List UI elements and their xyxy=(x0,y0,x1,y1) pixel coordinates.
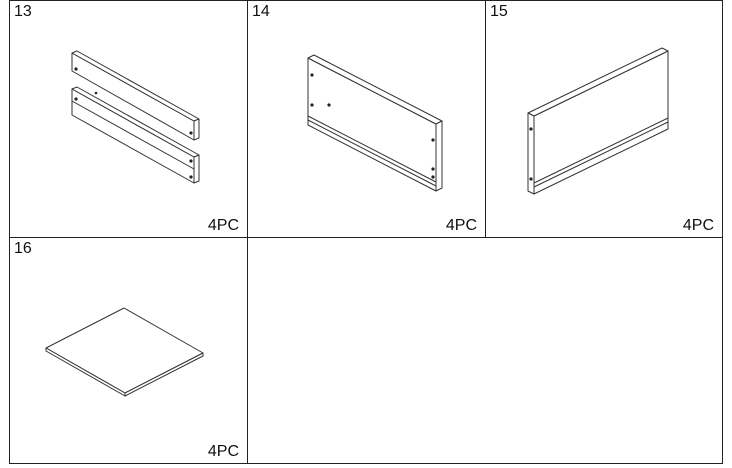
flat-board-icon xyxy=(45,307,204,397)
part-13-cell: 13 4PC xyxy=(9,0,248,238)
part-16-cell: 16 4PC xyxy=(9,237,248,464)
part-14-cell: 14 4PC xyxy=(247,0,486,238)
part-15-cell: 15 4PC xyxy=(485,0,723,238)
part-number: 14 xyxy=(252,3,270,20)
part-quantity: 4PC xyxy=(207,443,239,460)
part-number: 15 xyxy=(490,3,508,20)
part-quantity: 4PC xyxy=(682,217,714,234)
part-number: 16 xyxy=(14,240,32,257)
parts-grid: 13 4PC 14 xyxy=(9,0,723,464)
part-number: 13 xyxy=(14,3,32,20)
part-quantity: 4PC xyxy=(207,217,239,234)
grooved-panel-icon xyxy=(527,47,669,195)
double-rail-panel-icon xyxy=(71,50,200,184)
part-quantity: 4PC xyxy=(445,217,477,234)
drilled-side-panel-icon xyxy=(307,54,443,192)
empty-cell xyxy=(247,237,723,464)
